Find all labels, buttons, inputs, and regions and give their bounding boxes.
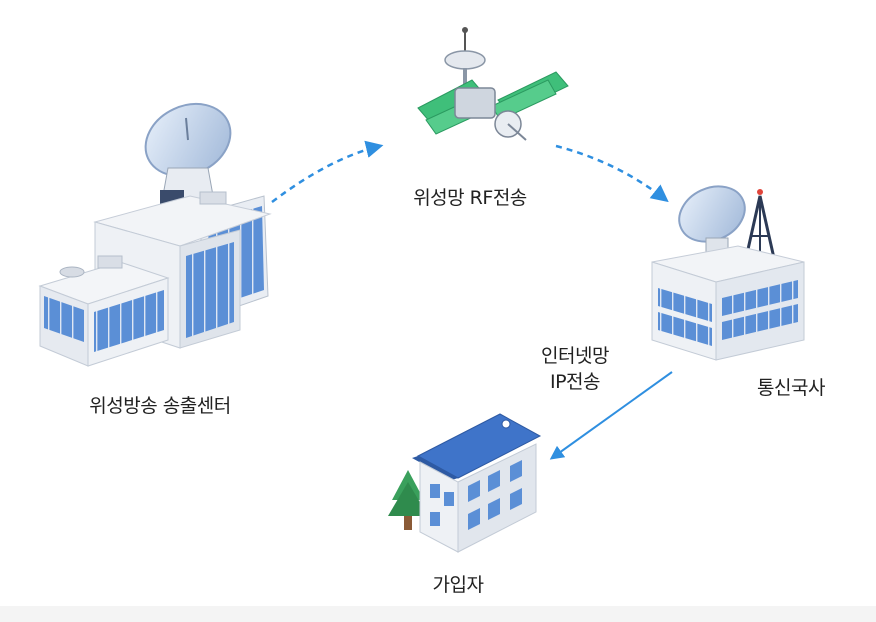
- internet-ip-line1: 인터넷망: [541, 345, 609, 367]
- broadcast-center-label: 위성방송 송출센터: [89, 395, 231, 417]
- arrow-center-to-satellite: [271, 140, 384, 203]
- subscriber-house-icon: [388, 413, 542, 553]
- broadcast-center-icon: [38, 103, 272, 367]
- bottom-band: [0, 606, 876, 622]
- internet-ip-link-label: 인터넷망 IP전송: [520, 343, 630, 395]
- satellite-label: 위성망 RF전송: [413, 187, 527, 209]
- internet-ip-line2: IP전송: [549, 371, 601, 393]
- telecom-station-icon: [651, 185, 805, 361]
- subscriber-label: 가입자: [432, 574, 484, 596]
- satellite-icon: [417, 27, 569, 141]
- telecom-station-label: 통신국사: [757, 377, 825, 399]
- arrow-satellite-to-station: [555, 144, 669, 203]
- arrow-station-to-subscriber: [549, 371, 673, 460]
